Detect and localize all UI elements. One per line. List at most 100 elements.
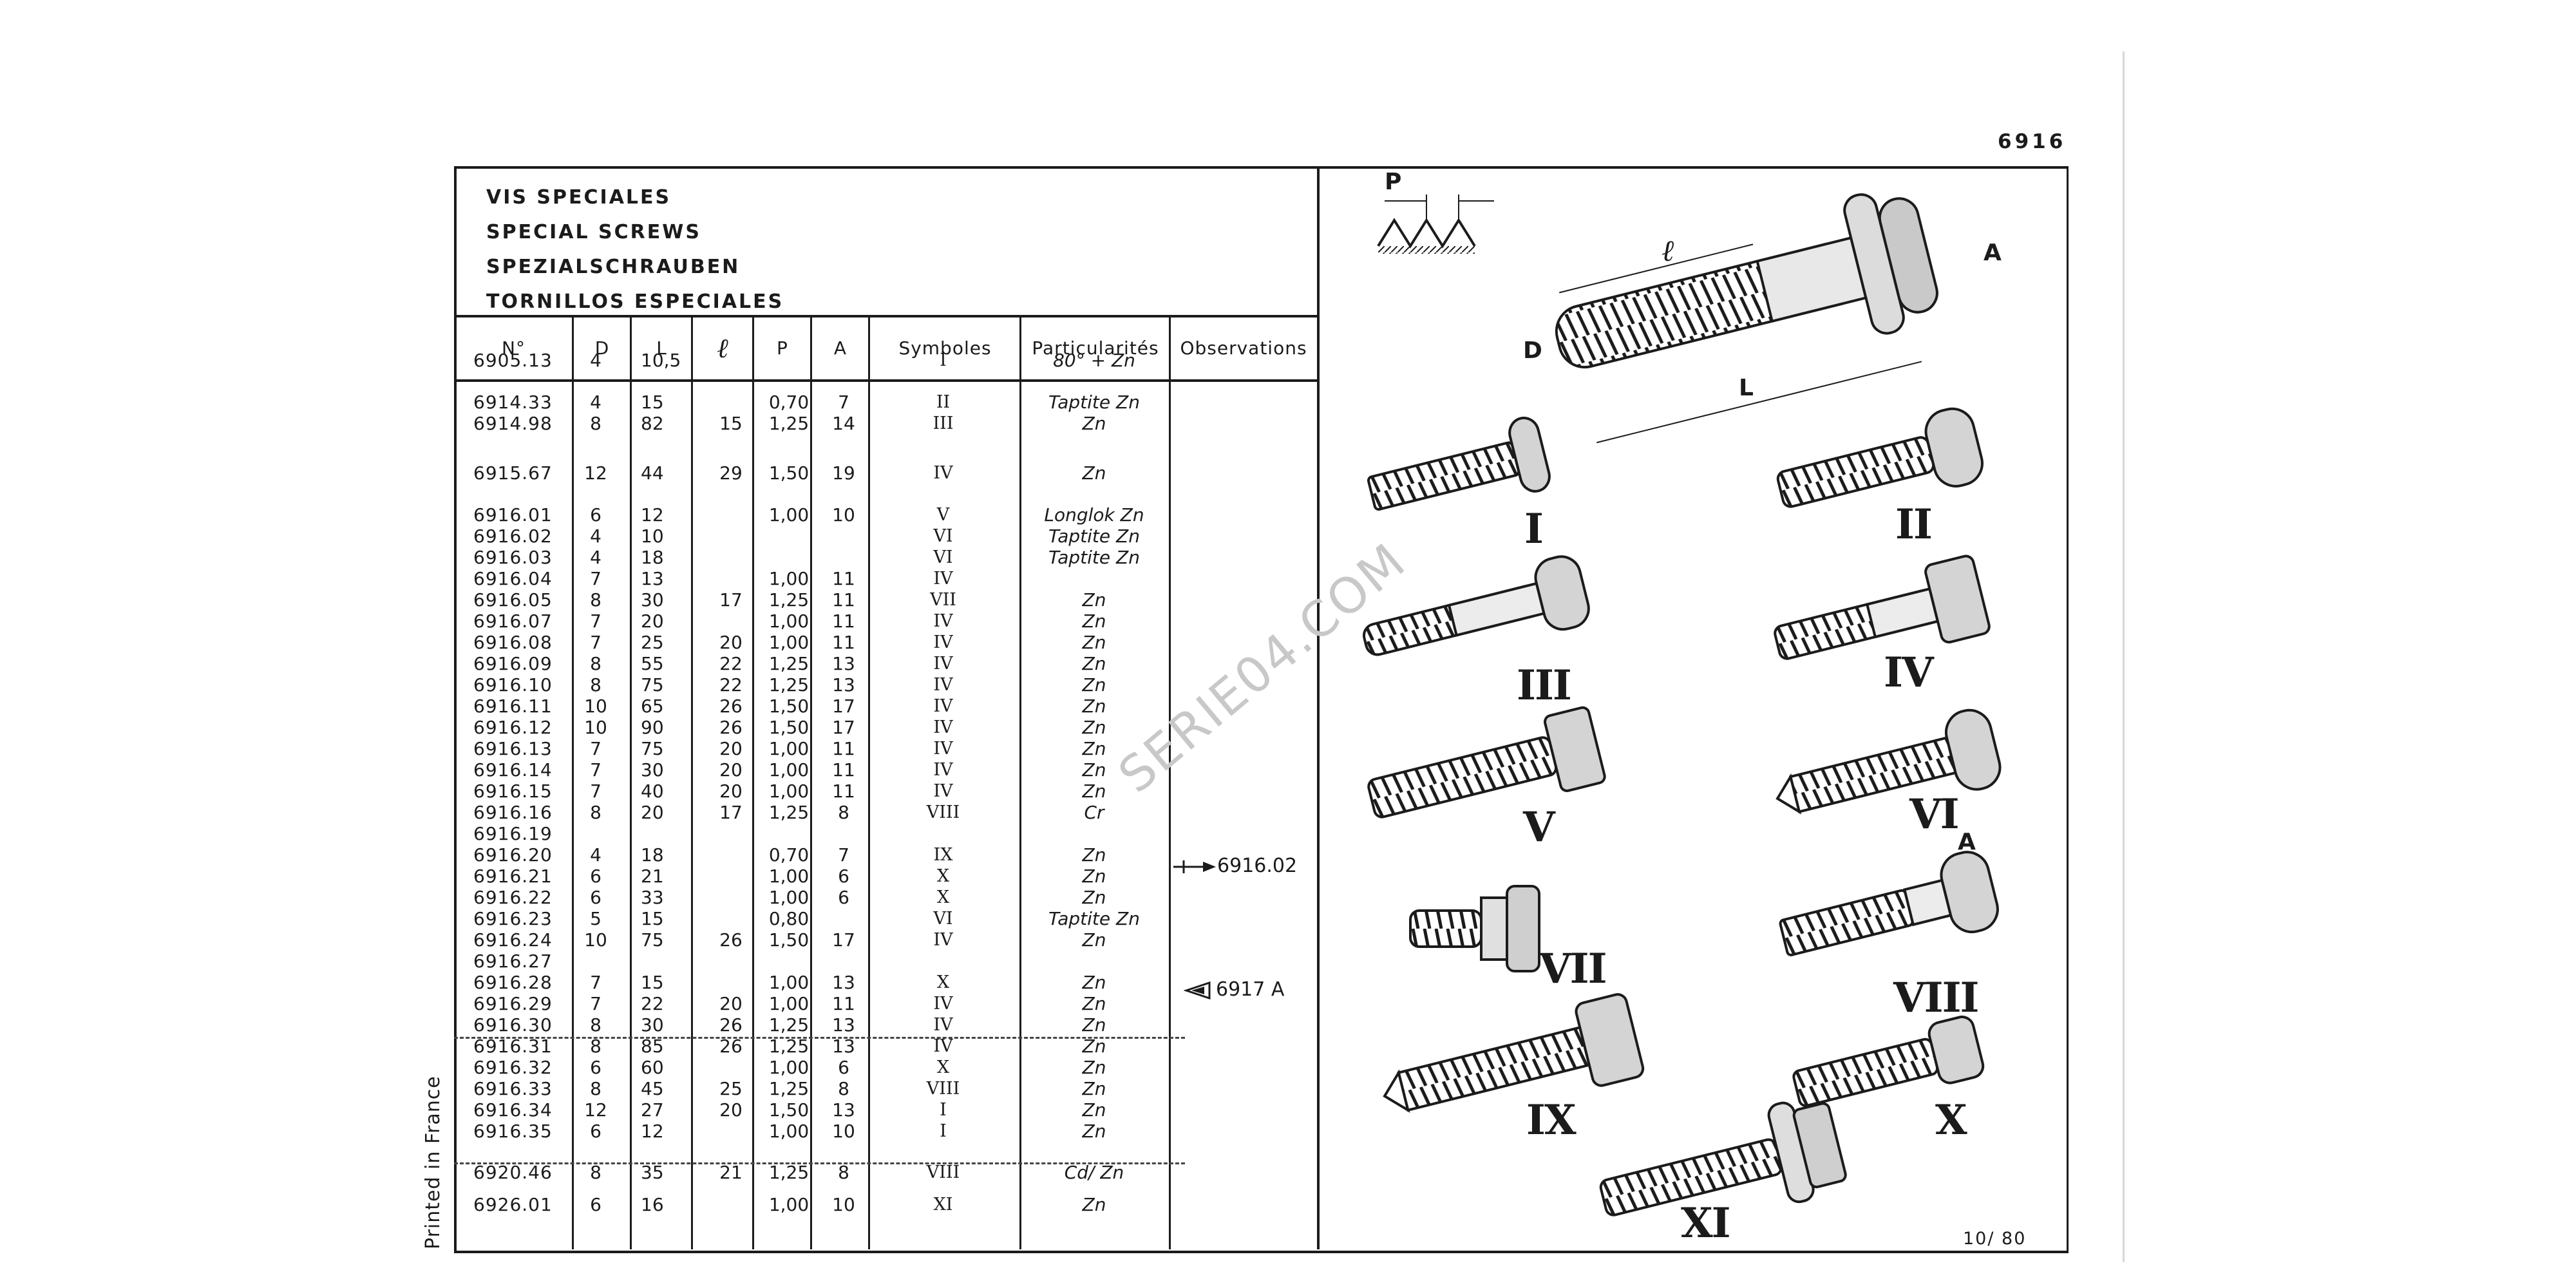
cell-d: 5 — [590, 908, 601, 929]
cell-l: 27 — [641, 1099, 664, 1121]
cell-sym: VI — [933, 909, 953, 929]
col-rule — [810, 316, 812, 1249]
screw-type-ix-drawing — [1383, 993, 1645, 1113]
cell-a: 13 — [832, 1036, 855, 1057]
cell-d: 7 — [590, 993, 601, 1014]
reference-triangle-icon — [1183, 981, 1211, 999]
cell-a: 6 — [838, 866, 849, 887]
dim-label-a-small: A — [1958, 829, 1976, 855]
cell-no: 6916.02 — [473, 526, 553, 547]
cell-part: Zn — [1082, 972, 1106, 993]
cell-sym: IV — [933, 760, 953, 780]
cell-l: 18 — [641, 844, 664, 866]
cell-part: Zn — [1082, 844, 1106, 866]
cell-ell: 20 — [719, 632, 743, 653]
cell-l: 30 — [641, 589, 664, 611]
cell-l: 12 — [641, 504, 664, 526]
cell-sym: VIII — [926, 1162, 960, 1182]
cell-p: 1,00 — [768, 504, 810, 526]
cell-no: 6916.03 — [473, 547, 553, 568]
cell-ell: 15 — [719, 413, 743, 434]
cell-part: Zn — [1082, 1014, 1106, 1036]
cell-p: 1,50 — [768, 1099, 810, 1121]
cell-d: 8 — [590, 802, 601, 823]
cell-ell: 25 — [719, 1078, 743, 1099]
cell-d: 12 — [584, 462, 607, 484]
cell-d: 8 — [590, 1162, 601, 1183]
cell-l: 15 — [641, 908, 664, 929]
cell-p: 1,25 — [768, 1036, 810, 1057]
screw-type-v-drawing — [1367, 706, 1606, 819]
cell-ell: 21 — [719, 1162, 743, 1183]
screw-type-x-drawing — [1792, 1016, 1985, 1108]
cell-l: 20 — [641, 611, 664, 632]
cell-no: 6916.10 — [473, 674, 553, 696]
reference-label: 6916.02 — [1217, 855, 1298, 877]
printed-in-label: Printed in France — [422, 1075, 444, 1249]
cell-d: 6 — [590, 1194, 601, 1215]
cell-a: 6 — [838, 887, 849, 908]
cell-no: 6916.04 — [473, 568, 553, 589]
cell-part: Zn — [1082, 887, 1106, 908]
cell-l: 21 — [641, 866, 664, 887]
cell-l: 25 — [641, 632, 664, 653]
cell-sym: IV — [933, 930, 953, 950]
col-header-no: N° — [502, 337, 526, 359]
cell-no: 6916.05 — [473, 589, 553, 611]
cell-sym: IV — [933, 717, 953, 737]
cell-l: 22 — [641, 993, 664, 1014]
cell-no: 6916.08 — [473, 632, 553, 653]
cell-p: 0,80 — [768, 908, 810, 929]
cell-sym: VIII — [926, 802, 960, 822]
catalog-frame — [454, 166, 2069, 1253]
cell-d: 6 — [590, 504, 601, 526]
dashed-separator — [454, 1162, 1185, 1164]
cell-no: 6916.30 — [473, 1014, 553, 1036]
cell-d: 12 — [584, 1099, 607, 1121]
cell-l: 40 — [641, 781, 664, 802]
page-number: 6916 — [1998, 130, 2067, 153]
screw-type-viii-drawing — [1779, 851, 1999, 956]
cell-sym: III — [933, 413, 954, 433]
cell-sym: IV — [933, 654, 953, 674]
cell-a: 13 — [832, 972, 855, 993]
cell-a: 11 — [832, 632, 855, 653]
cell-sym: VI — [933, 547, 953, 567]
cell-a: 13 — [832, 674, 855, 696]
col-rule — [1169, 316, 1171, 1249]
cell-p: 1,25 — [768, 589, 810, 611]
title-fr: VIS SPECIALES — [486, 186, 672, 209]
cell-part: Zn — [1082, 1057, 1106, 1078]
cell-p: 1,25 — [768, 1162, 810, 1183]
cell-part: Zn — [1082, 589, 1106, 611]
cell-part: Zn — [1082, 653, 1106, 674]
cell-a: 11 — [832, 993, 855, 1014]
table-titles: VIS SPECIALES SPECIAL SCREWS SPEZIALSCHR… — [486, 180, 784, 319]
title-de: SPEZIALSCHRAUBEN — [486, 256, 741, 278]
cell-a: 14 — [832, 413, 855, 434]
cell-no: 6915.67 — [473, 462, 553, 484]
cell-p: 1,00 — [768, 866, 810, 887]
cell-sym: IV — [933, 611, 953, 631]
cell-ell: 17 — [719, 802, 743, 823]
cell-p: 1,25 — [768, 413, 810, 434]
cell-p: 1,50 — [768, 929, 810, 951]
cell-sym: I — [940, 1100, 947, 1120]
cell-l: 15 — [641, 392, 664, 413]
scan-edge-line — [2123, 52, 2125, 1262]
title-en: SPECIAL SCREWS — [486, 221, 701, 243]
cell-no: 6916.19 — [473, 823, 553, 844]
cell-a: 11 — [832, 759, 855, 781]
screw-type-xi-drawing — [1599, 1101, 1847, 1217]
cell-part: Zn — [1082, 738, 1106, 759]
cell-d: 7 — [590, 972, 601, 993]
cell-p: 1,25 — [768, 674, 810, 696]
